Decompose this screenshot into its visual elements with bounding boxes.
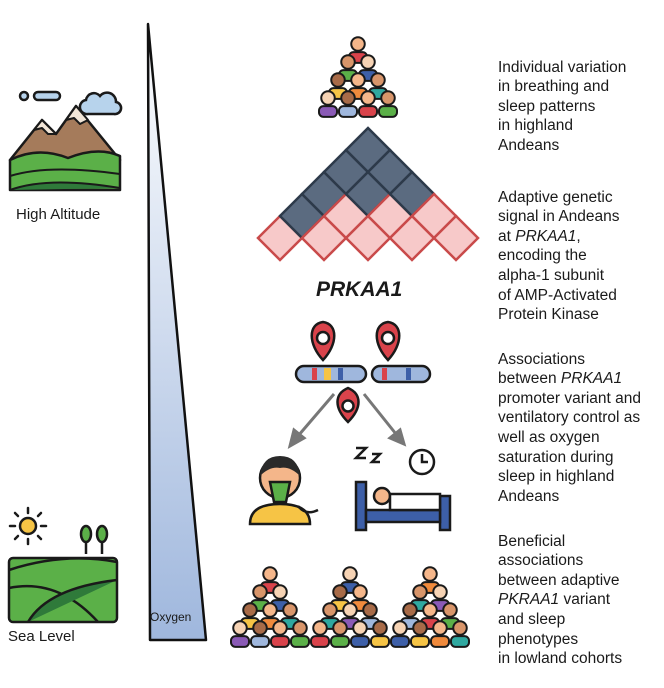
person-icon bbox=[260, 566, 280, 594]
crowd-icon bbox=[318, 36, 398, 118]
panel-line: Andeans bbox=[498, 487, 560, 505]
panel-line: saturation during bbox=[498, 448, 614, 466]
panel-line: ventilatory control as bbox=[498, 409, 641, 427]
location-pin-icon bbox=[310, 320, 401, 424]
person-icon bbox=[390, 620, 410, 648]
panel-line: Adaptive genetic bbox=[498, 188, 613, 206]
panel-line: well as oxygen bbox=[498, 428, 600, 446]
panel-line: associations bbox=[498, 552, 584, 570]
panel-line: in lowland cohorts bbox=[498, 650, 623, 668]
person-icon bbox=[378, 90, 398, 118]
panel-line: signal in Andeans bbox=[498, 208, 620, 226]
person-icon bbox=[330, 620, 350, 648]
clock-icon bbox=[408, 448, 436, 476]
zzz-icon bbox=[352, 446, 384, 464]
field-icon bbox=[7, 556, 119, 624]
sleep-icon bbox=[352, 446, 452, 532]
trees-icon bbox=[79, 524, 109, 554]
panel-line: encoding the bbox=[498, 247, 587, 265]
person-icon bbox=[370, 620, 390, 648]
panel-line: Beneficial bbox=[498, 532, 566, 550]
cloud-icon bbox=[78, 91, 123, 116]
sea-level-label: Sea Level bbox=[8, 628, 75, 645]
person-icon bbox=[290, 620, 310, 648]
panel-line: sleep patterns bbox=[498, 97, 596, 115]
oxygen-gradient-triangle bbox=[146, 22, 208, 642]
panel-line: between PRKAA1 bbox=[498, 370, 623, 388]
panel-line: Andeans bbox=[498, 136, 560, 154]
person-icon bbox=[318, 90, 338, 118]
panel-line: Individual variation bbox=[498, 58, 627, 76]
panel-line: at PRKAA1, bbox=[498, 227, 581, 245]
person-icon bbox=[310, 620, 330, 648]
panel-line: of AMP-Activated bbox=[498, 286, 617, 304]
panel-line: sleep in highland bbox=[498, 468, 615, 486]
person-icon bbox=[230, 620, 250, 648]
panel-line: PKRAA1 variant bbox=[498, 591, 611, 609]
gene-label-prkaa1: PRKAA1 bbox=[316, 278, 403, 301]
ld-heatmap bbox=[256, 126, 480, 262]
person-icon bbox=[410, 620, 430, 648]
sun-icon bbox=[8, 506, 48, 546]
panel-line: promoter variant and bbox=[498, 389, 642, 407]
person-icon bbox=[430, 620, 450, 648]
panel-line: Associations bbox=[498, 350, 586, 368]
person-icon bbox=[250, 620, 270, 648]
panel-line: Protein Kinase bbox=[498, 306, 599, 324]
crowd-icon bbox=[230, 566, 470, 648]
panel-line: in highland bbox=[498, 117, 573, 135]
chromosome-icon bbox=[287, 320, 432, 450]
mountain-icon bbox=[8, 90, 123, 192]
panel-line: between adaptive bbox=[498, 571, 620, 589]
person-icon bbox=[450, 620, 470, 648]
person-icon bbox=[350, 620, 370, 648]
person-icon bbox=[338, 90, 358, 118]
high-altitude-label: High Altitude bbox=[16, 206, 101, 223]
panel-line: alpha-1 subunit bbox=[498, 266, 604, 284]
oxygen-mask-icon bbox=[248, 456, 319, 526]
panel-line: phenotypes bbox=[498, 630, 579, 648]
person-icon bbox=[270, 620, 290, 648]
person-icon bbox=[358, 90, 378, 118]
panel-line: and sleep bbox=[498, 610, 566, 628]
panel-line: in breathing and bbox=[498, 78, 610, 96]
ld-cell bbox=[432, 214, 480, 262]
oxygen-label: Oxygen bbox=[150, 610, 192, 624]
